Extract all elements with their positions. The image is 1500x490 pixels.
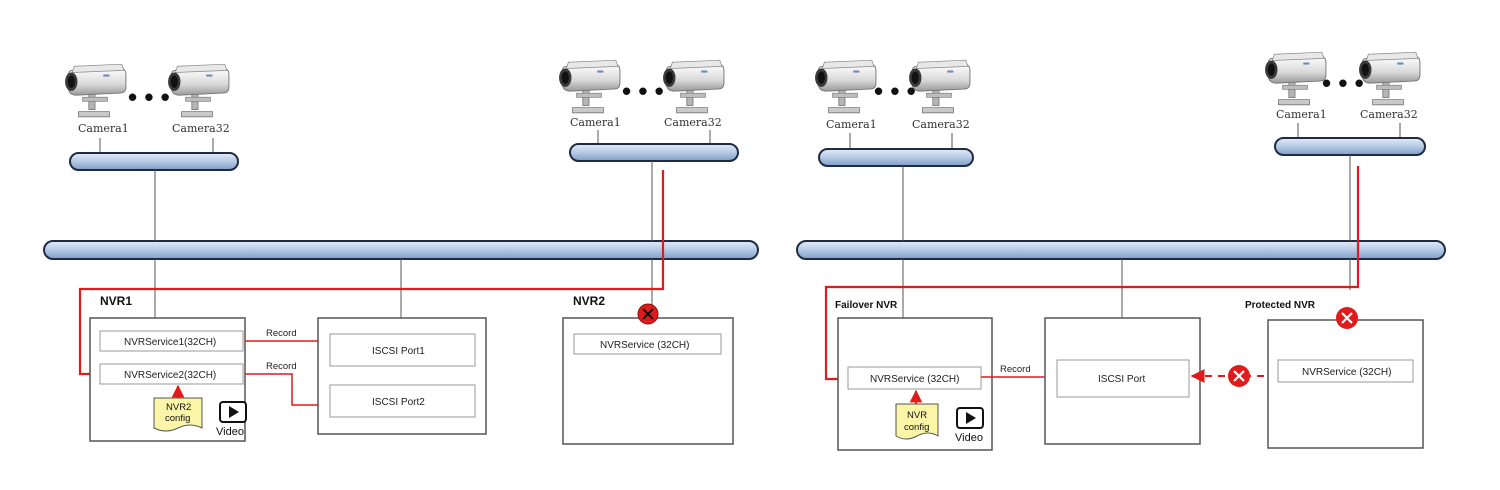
nvr1-box: NVR1 NVRService1(32CH) NVRService2(32CH)… bbox=[89, 294, 247, 442]
protected-nvr-service: NVRService (32CH) bbox=[1302, 367, 1391, 378]
camera1-label: Camera1 bbox=[826, 118, 877, 131]
iscsi-port1: ISCSI Port1 bbox=[372, 346, 425, 357]
video-play-icon: Video bbox=[216, 401, 247, 438]
camera32-label: Camera32 bbox=[1360, 108, 1418, 121]
ellipsis-dots: • • • bbox=[622, 76, 664, 106]
config-document-icon: NVR2 config bbox=[153, 397, 203, 432]
failover-nvr-service: NVRService (32CH) bbox=[870, 374, 959, 385]
camera-icon bbox=[1358, 51, 1421, 106]
main-network-bus-right bbox=[796, 240, 1446, 260]
camera-bus bbox=[569, 143, 739, 162]
svg-text:NVR: NVR bbox=[907, 410, 927, 421]
ellipsis-dots: • • • bbox=[874, 76, 916, 106]
camera-group-left-2: • • • Camera1 Camera32 bbox=[558, 59, 739, 241]
camera32-label: Camera32 bbox=[664, 116, 722, 129]
camera-icon bbox=[558, 59, 621, 114]
svg-text:Video: Video bbox=[216, 426, 244, 438]
nvr2-service: NVRService (32CH) bbox=[600, 340, 689, 351]
fail-x-icon bbox=[1228, 365, 1250, 387]
nvr-service1: NVRService1(32CH) bbox=[124, 337, 216, 348]
camera-bus bbox=[69, 152, 239, 171]
ellipsis-dots: • • • bbox=[128, 82, 170, 112]
fail-x-icon bbox=[637, 303, 659, 325]
svg-text:NVR2: NVR2 bbox=[166, 402, 191, 413]
camera32-label: Camera32 bbox=[172, 122, 230, 135]
camera-icon bbox=[662, 59, 725, 114]
camera-bus bbox=[818, 148, 974, 167]
failover-nvr-title: Failover NVR bbox=[835, 300, 898, 311]
svg-text:config: config bbox=[165, 413, 190, 424]
fail-x-icon bbox=[1336, 307, 1358, 329]
record-label: Record bbox=[1000, 364, 1031, 375]
video-play-icon: Video bbox=[955, 407, 984, 444]
camera1-label: Camera1 bbox=[78, 122, 129, 135]
nvr2-box: NVR2 NVRService (32CH) bbox=[562, 294, 734, 445]
camera32-label: Camera32 bbox=[912, 118, 970, 131]
failover-nvr-box: Failover NVR NVRService (32CH) NVR confi… bbox=[835, 300, 993, 451]
camera-group-right-2: • • • Camera1 Camera32 bbox=[1264, 51, 1426, 241]
record-label-1: Record bbox=[266, 328, 297, 339]
nvr2-title: NVR2 bbox=[573, 294, 605, 308]
camera-group-left-1: • • • Camera1 Camera32 bbox=[64, 63, 239, 241]
iscsi-port2: ISCSI Port2 bbox=[372, 397, 425, 408]
camera-icon bbox=[908, 59, 971, 114]
record-label-2: Record bbox=[266, 361, 297, 372]
camera-bus bbox=[1274, 137, 1426, 156]
failover-path-left bbox=[78, 170, 665, 376]
ellipsis-dots: • • • bbox=[1322, 68, 1364, 98]
protected-nvr-title: Protected NVR bbox=[1245, 300, 1316, 311]
failover-path-right bbox=[824, 166, 1360, 381]
iscsi-port: ISCSI Port bbox=[1098, 374, 1145, 385]
iscsi-storage-left: ISCSI Port1 ISCSI Port2 bbox=[317, 317, 487, 435]
main-network-bus-left bbox=[43, 240, 759, 260]
camera-icon bbox=[814, 59, 877, 114]
iscsi-storage-right: ISCSI Port bbox=[1044, 317, 1201, 445]
camera1-label: Camera1 bbox=[570, 116, 621, 129]
svg-text:config: config bbox=[904, 422, 929, 433]
camera-icon bbox=[64, 63, 127, 118]
camera-group-right-1: • • • Camera1 Camera32 bbox=[814, 59, 974, 241]
camera1-label: Camera1 bbox=[1276, 108, 1327, 121]
camera-icon bbox=[167, 63, 230, 118]
camera-icon bbox=[1264, 51, 1327, 106]
protected-nvr-box: Protected NVR NVRService (32CH) bbox=[1245, 300, 1424, 449]
config-document-icon: NVR config bbox=[895, 403, 939, 440]
nvr1-title: NVR1 bbox=[100, 294, 132, 308]
nvr-service2: NVRService2(32CH) bbox=[124, 370, 216, 381]
svg-text:Video: Video bbox=[955, 432, 983, 444]
